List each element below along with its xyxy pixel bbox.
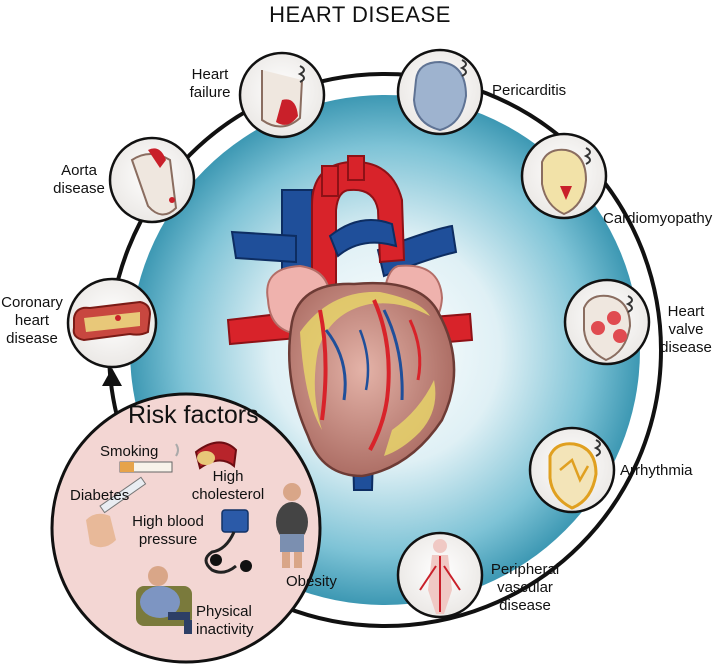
peripheral-vascular-disease-image (396, 531, 484, 619)
cigarette-icon (119, 443, 179, 473)
left-pulmonary-vein (230, 230, 297, 264)
cardiomyopathy-image (520, 132, 608, 220)
aorta-disease-image (108, 136, 196, 224)
label-pericarditis: Pericarditis (492, 82, 567, 99)
risk-factors-disc (50, 392, 322, 664)
blood-pressure-cuff-icon (204, 509, 252, 574)
heart-illustration (226, 155, 474, 491)
syringe-icon (86, 476, 147, 548)
arrhythmia-image (528, 426, 616, 514)
coronary-heart-disease-image (66, 277, 158, 369)
diagram-title: HEART DISEASE (269, 2, 451, 27)
cholesterol-artery-icon (194, 441, 238, 470)
sitting-person-icon (136, 566, 192, 634)
arrow-icon (102, 368, 122, 386)
heart-failure-image (238, 51, 326, 139)
heart-valve-disease-image (563, 278, 651, 366)
risk-diabetes: Diabetes (70, 487, 130, 504)
risk-smoking: Smoking (100, 443, 159, 460)
label-cardiomyopathy: Cardiomyopathy (603, 210, 713, 227)
pericarditis-image (396, 48, 484, 136)
obese-person-icon (276, 483, 308, 568)
label-arrhythmia: Arrhythmia (620, 462, 693, 479)
risk-obesity: Obesity (286, 573, 337, 590)
risk-factors-title: Risk factors (128, 401, 259, 429)
